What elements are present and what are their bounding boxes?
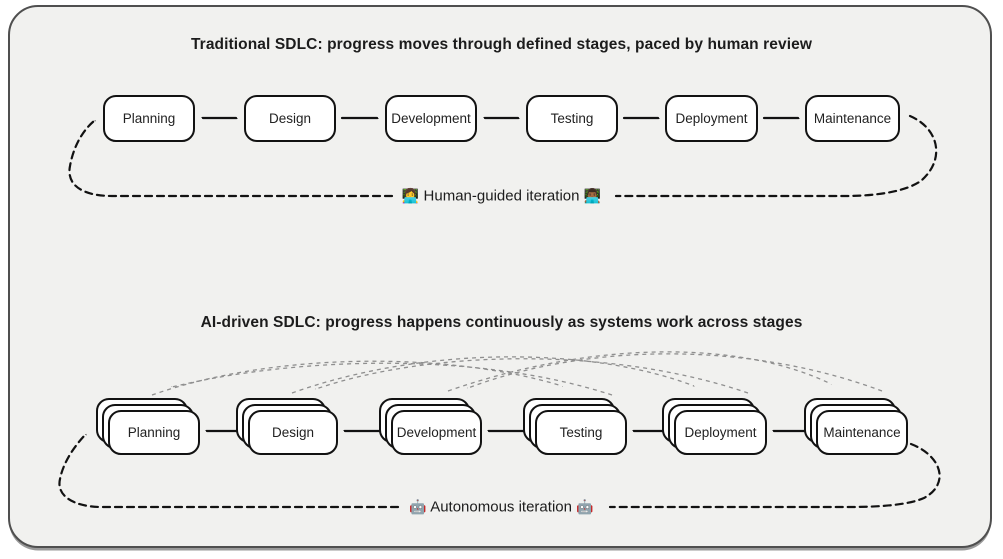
- ai-driven-sdlc-title: AI-driven SDLC: progress happens continu…: [200, 314, 803, 331]
- stage-label: Deployment: [675, 111, 748, 126]
- loop-label-text: Autonomous iteration: [430, 498, 572, 516]
- stage-stack-development: Development: [379, 398, 482, 455]
- stage-stack-testing: Testing: [523, 398, 627, 455]
- stage-label: Planning: [122, 111, 176, 126]
- stage-card-testing: Testing: [535, 410, 627, 455]
- stage-label: Maintenance: [813, 111, 892, 126]
- traditional-sdlc-title: Traditional SDLC: progress moves through…: [190, 36, 813, 53]
- stage-stack-deployment: Deployment: [662, 398, 767, 455]
- stage-card-planning: Planning: [108, 410, 200, 455]
- stage-box-testing: Testing: [526, 95, 618, 142]
- woman-technologist-emoji-icon: 👩‍💻: [401, 187, 420, 204]
- robot-emoji-icon: 🤖: [409, 498, 427, 515]
- stage-box-development: Development: [385, 95, 477, 142]
- man-technologist-emoji-icon: 👨🏾‍💻: [583, 187, 602, 204]
- stage-stack-design: Design: [236, 398, 338, 455]
- stage-box-deployment: Deployment: [665, 95, 758, 142]
- stage-card-deployment: Deployment: [674, 410, 767, 455]
- stage-label: Design: [268, 111, 312, 126]
- stage-stack-planning: Planning: [96, 398, 200, 455]
- stage-box-maintenance: Maintenance: [805, 95, 900, 142]
- stage-label: Development: [391, 111, 471, 126]
- stage-stack-maintenance: Maintenance: [804, 398, 908, 455]
- diagram-frame: [8, 5, 992, 548]
- stage-card-design: Design: [248, 410, 338, 455]
- stage-box-design: Design: [244, 95, 336, 142]
- human-guided-iteration-label: 👩‍💻 Human-guided iteration 👨🏾‍💻: [396, 187, 607, 205]
- robot-emoji-icon: 🤖: [576, 498, 594, 515]
- stage-card-development: Development: [391, 410, 482, 455]
- loop-label-text: Human-guided iteration: [423, 187, 580, 205]
- stage-card-maintenance: Maintenance: [816, 410, 908, 455]
- stage-box-planning: Planning: [103, 95, 195, 142]
- stage-label: Testing: [550, 111, 594, 126]
- autonomous-iteration-label: 🤖 Autonomous iteration 🤖: [404, 498, 599, 516]
